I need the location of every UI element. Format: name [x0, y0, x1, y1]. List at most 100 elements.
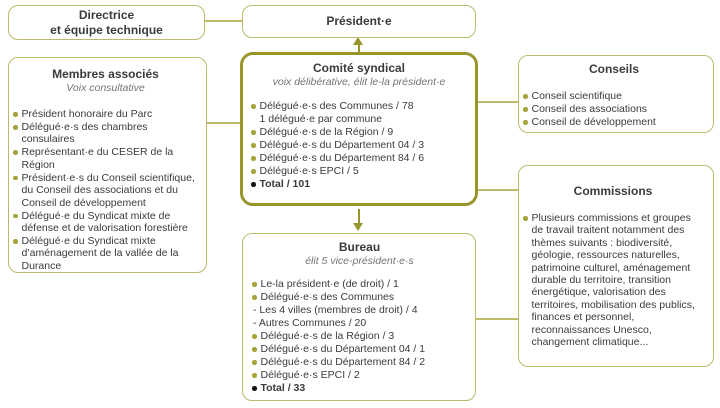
box-bureau: Bureau élit 5 vice-président·e·s Le-la p… — [242, 233, 476, 401]
connector-comite-commissions — [478, 189, 518, 191]
box-comite-syndical: Comité syndical voix délibérative, élit … — [240, 52, 478, 206]
list-item: Délégué·e·s du Département 84 / 6 — [251, 152, 467, 164]
box-commissions: Commissions Plusieurs commissions et gro… — [518, 165, 714, 367]
list-item: Plusieurs commissions et groupes de trav… — [523, 212, 703, 348]
list-item-text: Délégué·e·s du Département 84 / 6 — [259, 152, 425, 164]
list-item-text: 1 délégué·e par commune — [259, 113, 383, 125]
list-item-text: Total / 33 — [260, 382, 306, 394]
bullet-icon — [252, 334, 257, 339]
list-item: Délégué·e·s du Département 84 / 2 — [252, 356, 467, 368]
list-item-text: Conseil scientifique — [531, 90, 622, 102]
bullet-icon — [13, 112, 18, 117]
conseils-title: Conseils — [588, 62, 639, 76]
list-item-text: Délégué·e du Syndicat mixte d’aménagemen… — [21, 235, 179, 272]
box-membres-associes: Membres associés Voix consultative Prési… — [8, 57, 207, 273]
commissions-list: Plusieurs commissions et groupes de trav… — [523, 212, 703, 348]
list-item-text: Président honoraire du Parc — [21, 108, 153, 120]
list-item: Président·e·s du Conseil scientifique, d… — [13, 172, 198, 209]
list-item: Conseil des associations — [523, 103, 705, 115]
list-item: Président honoraire du Parc — [13, 108, 198, 120]
bullet-icon — [13, 175, 18, 181]
bullet-icon — [251, 143, 256, 148]
list-item-text: Délégué·e·s du Département 04 / 1 — [260, 343, 426, 355]
list-item: Délégué·e·s de la Région / 3 — [252, 330, 467, 342]
list-item-text: Délégué·e·s de la Région / 3 — [260, 330, 395, 342]
list-item-text: Délégué·e·s de la Région / 9 — [259, 126, 394, 138]
list-item-text: Plusieurs commissions et groupes de trav… — [531, 212, 695, 349]
list-item-text: Délégué·e·s EPCI / 2 — [260, 369, 360, 381]
box-conseils: Conseils Conseil scientifique Conseil de… — [518, 55, 714, 133]
bullet-icon — [523, 120, 528, 125]
bullet-icon — [13, 125, 18, 130]
list-item: Délégué·e·s EPCI / 5 — [251, 165, 467, 177]
directrice-title-line1: Directrice — [78, 7, 135, 22]
bullet-icon — [251, 156, 256, 161]
arrow-up-icon — [353, 37, 363, 45]
bullet-icon — [252, 295, 257, 300]
list-item-text: Président·e·s du Conseil scientifique, d… — [21, 171, 195, 209]
list-item: Conseil de développement — [523, 116, 705, 128]
list-item-text: - Les 4 villes (membres de droit) / 4 — [253, 304, 418, 316]
bullet-icon — [523, 216, 528, 221]
conseils-list: Conseil scientifique Conseil des associa… — [523, 90, 705, 128]
president-title: Président·e — [326, 14, 392, 28]
arrow-comite-to-president-stem — [358, 44, 360, 53]
connector-comite-conseils — [478, 101, 518, 103]
comite-subtitle: voix délibérative, élit le-la président·… — [272, 76, 446, 88]
list-item-text: Délégué·e du Syndicat mixte de défense e… — [21, 209, 188, 235]
connector-membres-comite — [207, 122, 240, 124]
bureau-title: Bureau — [338, 240, 381, 254]
list-item-total: Total / 33 — [252, 382, 467, 394]
bullet-icon — [252, 373, 257, 378]
list-item: Délégué·e·s EPCI / 2 — [252, 369, 467, 381]
bullet-icon — [252, 347, 257, 352]
list-item-total: Total / 101 — [251, 178, 467, 190]
bullet-icon — [13, 213, 18, 219]
bureau-list: Le-la président·e (de droit) / 1 Délégué… — [252, 278, 467, 394]
list-item: Délégué·e·s du Département 04 / 3 — [251, 139, 467, 151]
list-item-text: Délégué·e·s des Communes / 78 — [259, 100, 414, 112]
list-item-text: Le-la président·e (de droit) / 1 — [260, 278, 399, 290]
list-item: Délégué·e du Syndicat mixte de défense e… — [13, 210, 198, 235]
box-president: Président·e — [242, 5, 476, 38]
bullet-icon — [251, 104, 256, 109]
list-item: Conseil scientifique — [523, 90, 705, 102]
list-item: 1 délégué·e par commune — [251, 113, 467, 125]
bullet-icon — [252, 386, 257, 391]
list-item-text: Délégué·e·s du Département 84 / 2 — [260, 356, 426, 368]
list-item: Délégué·e·s des Communes / 78 — [251, 100, 467, 112]
list-item: Délégué·e·s des chambres consulaires — [13, 121, 198, 146]
list-item-text: Conseil des associations — [531, 103, 648, 115]
bullet-icon — [252, 282, 257, 287]
arrow-down-icon — [353, 223, 363, 231]
list-item: Délégué·e·s du Département 04 / 1 — [252, 343, 467, 355]
bullet-icon — [251, 130, 256, 135]
bullet-icon — [13, 150, 18, 155]
comite-title: Comité syndical — [312, 61, 406, 75]
bullet-icon — [251, 182, 256, 187]
list-item-text: - Autres Communes / 20 — [253, 317, 367, 329]
bureau-subtitle: élit 5 vice-président·e·s — [305, 255, 414, 267]
list-item-text: Représentant·e du CESER de la Région — [21, 146, 174, 171]
commissions-title: Commissions — [573, 184, 653, 198]
list-item-text: Conseil de développement — [531, 116, 656, 128]
bullet-icon — [523, 94, 528, 99]
list-item-text: Délégué·e·s EPCI / 5 — [259, 165, 359, 177]
list-item: - Les 4 villes (membres de droit) / 4 — [252, 304, 467, 316]
directrice-title-line2: et équipe technique — [50, 22, 163, 37]
list-item: - Autres Communes / 20 — [252, 317, 467, 329]
membres-list: Président honoraire du Parc Délégué·e·s … — [13, 108, 198, 272]
membres-title: Membres associés — [52, 67, 159, 81]
list-item: Délégué·e·s de la Région / 9 — [251, 126, 467, 138]
bullet-icon — [523, 107, 528, 112]
bullet-icon — [13, 239, 18, 244]
arrow-comite-to-bureau-stem — [358, 209, 360, 224]
list-item: Le-la président·e (de droit) / 1 — [252, 278, 467, 290]
list-item-text: Délégué·e·s des Communes — [260, 291, 395, 303]
bullet-icon — [251, 169, 256, 174]
list-item-text: Total / 101 — [259, 178, 311, 190]
comite-list: Délégué·e·s des Communes / 78 1 délégué·… — [251, 100, 467, 190]
list-item-text: Délégué·e·s des chambres consulaires — [21, 121, 148, 146]
connector-bureau-commissions — [476, 318, 518, 320]
